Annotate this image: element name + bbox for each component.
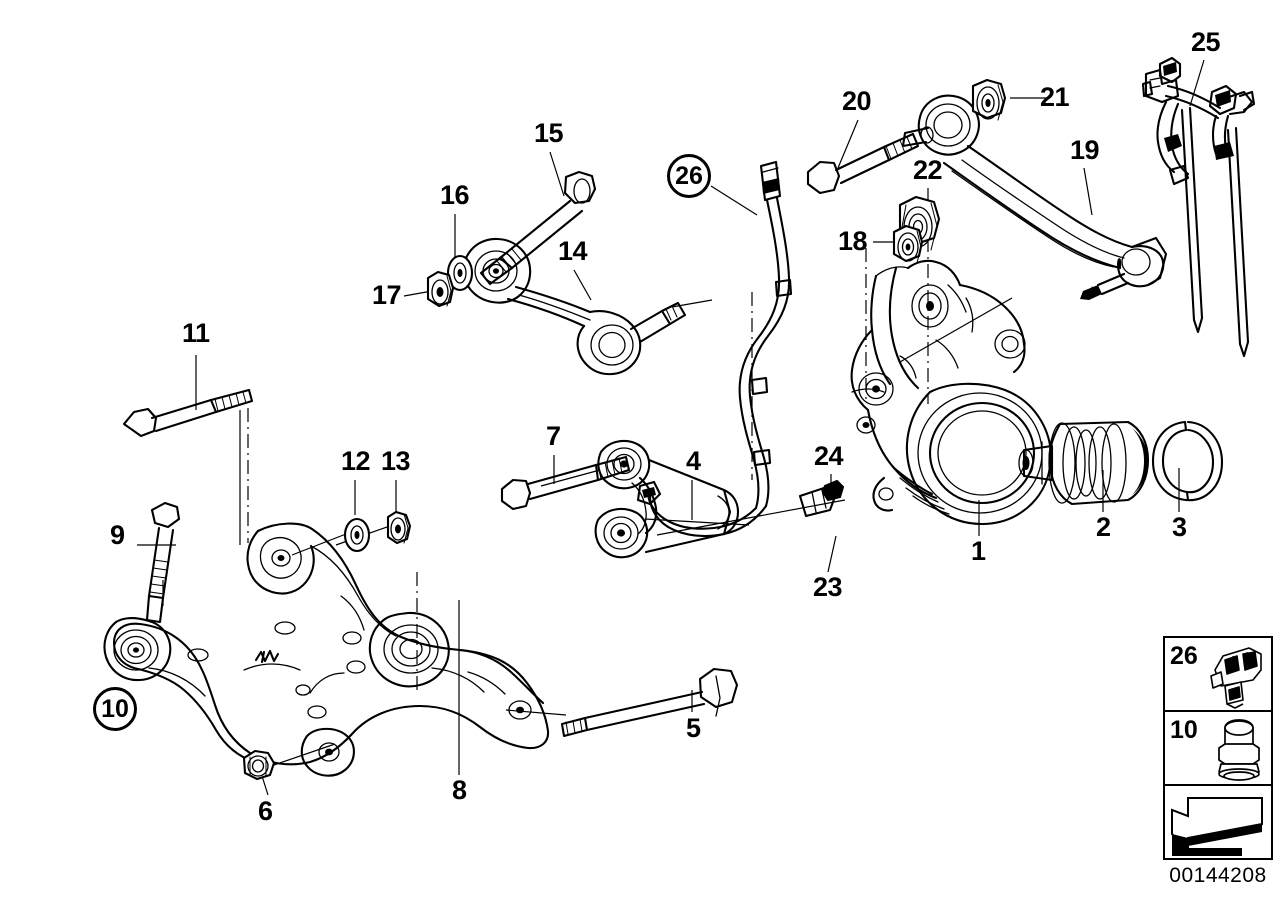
- abs-connector-icon: [1210, 647, 1262, 709]
- part-2-wheel-hub-bearing: [1018, 420, 1150, 506]
- part-21-bushing: [971, 78, 1007, 121]
- part-25-bracket-assembly: [1141, 56, 1256, 358]
- callout-21: 21: [1040, 82, 1070, 112]
- part-12-washer: [343, 517, 371, 553]
- part-20-hex-bolt: [806, 132, 920, 195]
- callout-20: 20: [842, 86, 872, 116]
- drawing-number: 00144208: [1169, 864, 1267, 887]
- callout-12: 12: [341, 446, 371, 476]
- part-13-self-locking-nut: [386, 510, 412, 545]
- callout-10-badge: 10: [93, 687, 137, 731]
- leader-lines: [137, 59, 1205, 796]
- part-1-wheel-carrier: [850, 259, 1052, 526]
- part-7-hex-bolt: [500, 455, 631, 511]
- part-5-hex-bolt-long: [560, 667, 739, 738]
- callout-26-badge: 26: [667, 154, 711, 198]
- callout-11: 11: [182, 318, 210, 348]
- callout-7: 7: [546, 421, 561, 451]
- part-9-eccentric-bolt: [145, 501, 181, 624]
- callout-3: 3: [1172, 512, 1187, 542]
- part-15-hex-bolt: [479, 170, 597, 286]
- bushing-icon: [1218, 719, 1260, 781]
- callout-8: 8: [452, 775, 467, 805]
- direction-of-travel-arrow-icon: [1171, 797, 1263, 856]
- legend-cell-10: 10: [1165, 712, 1271, 786]
- callout-14: 14: [558, 236, 588, 266]
- part-18-bushing-small: [892, 224, 924, 264]
- callout-23: 23: [813, 572, 843, 602]
- legend-cell-direction: [1165, 786, 1271, 862]
- part-8-rear-axle-carrier: [103, 522, 550, 777]
- callout-22: 22: [913, 155, 943, 185]
- callout-9: 9: [110, 520, 125, 550]
- part-24-cable-clip: [821, 479, 845, 502]
- callout-1: 1: [971, 536, 986, 566]
- part-16-washer: [446, 254, 474, 292]
- callout-17: 17: [372, 280, 402, 310]
- part-26-abs-sensor-cable: [636, 160, 838, 538]
- legend-cell-26: 26: [1165, 638, 1271, 712]
- callout-15: 15: [534, 118, 564, 148]
- part-3-circlip: [1151, 420, 1224, 502]
- callout-25: 25: [1191, 27, 1221, 57]
- callout-4: 4: [686, 446, 701, 476]
- part-11-hex-bolt: [122, 388, 254, 438]
- callout-24: 24: [814, 441, 844, 471]
- legend-panel: 26 10: [1163, 636, 1273, 860]
- callout-5: 5: [686, 713, 701, 743]
- callout-19: 19: [1070, 135, 1100, 165]
- callout-16: 16: [440, 180, 470, 210]
- callout-2: 2: [1096, 512, 1111, 542]
- legend-number-26: 26: [1170, 642, 1198, 670]
- legend-number-10: 10: [1170, 716, 1198, 744]
- callout-18: 18: [838, 226, 868, 256]
- part-4-integral-link: [594, 439, 740, 559]
- part-6-collar-nut: [242, 749, 276, 781]
- callout-13: 13: [381, 446, 411, 476]
- callout-6: 6: [258, 796, 273, 826]
- part-19-upper-control-arm: [901, 94, 1168, 300]
- part-17-hex-nut: [426, 270, 455, 308]
